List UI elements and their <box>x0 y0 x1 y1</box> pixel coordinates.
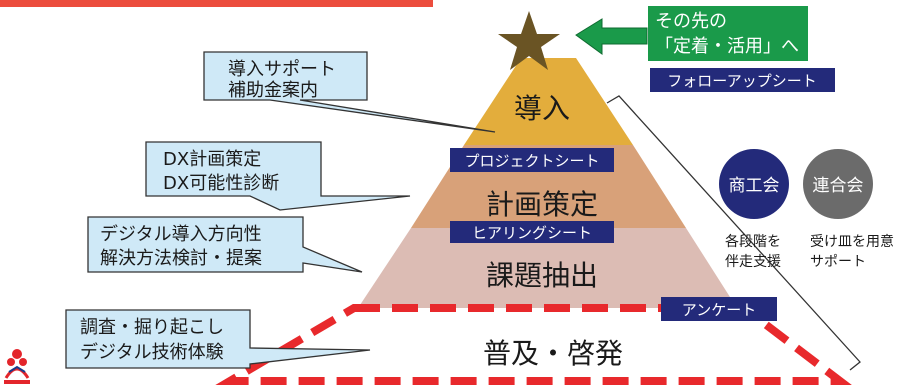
rengokai-caption-2: サポート <box>810 254 866 270</box>
left-arrow-icon <box>575 18 648 55</box>
hearing-sheet-label: ヒアリングシート <box>472 224 592 242</box>
callout-survey-line1: 調査・掘り起こし <box>80 317 224 338</box>
followup-sheet-label: フォローアップシート <box>667 72 816 90</box>
project-sheet-label: プロジェクトシート <box>464 152 599 170</box>
top-accent-bar <box>0 0 433 7</box>
logo-icon <box>4 349 30 384</box>
shokokai-circle <box>719 149 789 219</box>
rengokai-label: 連合会 <box>813 176 864 196</box>
top-arrow-box <box>648 6 808 61</box>
followup-sheet-badge <box>650 68 835 92</box>
level-kadai-label: 課題抽出 <box>486 259 598 292</box>
callout-dx-plan-line1: DX計画策定 <box>163 149 261 170</box>
callout-support-bubble <box>203 51 496 133</box>
top-arrow-line2: 「定着・活用」へ <box>655 36 799 57</box>
callout-dx-plan-bubble <box>145 141 411 211</box>
level-kadai-fill <box>358 228 737 308</box>
level-dounyuu-label: 導入 <box>514 92 570 125</box>
hearing-sheet-badge <box>450 221 614 243</box>
callout-dx-plan-line2: DX可能性診断 <box>163 173 279 194</box>
project-sheet-badge <box>450 148 614 172</box>
callout-survey-line2: デジタル技術体験 <box>80 342 224 363</box>
level-keikaku-label: 計画策定 <box>486 188 598 221</box>
questionnaire-badge <box>661 297 777 321</box>
fukyu-dashed-outline <box>215 304 852 385</box>
callout-digital-line2: 解決方法検討・提案 <box>100 248 262 269</box>
star-icon <box>498 11 560 70</box>
rengokai-caption-1: 受け皿を用意 <box>810 233 894 250</box>
questionnaire-label: アンケート <box>682 301 756 319</box>
callout-survey-bubble <box>65 309 371 369</box>
right-bracket-line <box>606 95 861 371</box>
shokokai-caption-1: 各段階を <box>725 234 781 250</box>
callout-digital-line1: デジタル導入方向性 <box>100 224 262 245</box>
level-fukyu-label: 普及・啓発 <box>483 337 623 370</box>
shokokai-caption-2: 伴走支援 <box>725 254 781 270</box>
level-dounyuu-fill <box>464 58 633 145</box>
callout-support-line1: 導入サポート <box>228 59 336 80</box>
rengokai-circle <box>803 149 873 219</box>
top-arrow-line1: その先の <box>655 11 727 32</box>
callout-digital-bubble <box>87 216 363 273</box>
callout-support-line2: 補助金案内 <box>228 80 318 101</box>
shokokai-label: 商工会 <box>729 176 780 196</box>
